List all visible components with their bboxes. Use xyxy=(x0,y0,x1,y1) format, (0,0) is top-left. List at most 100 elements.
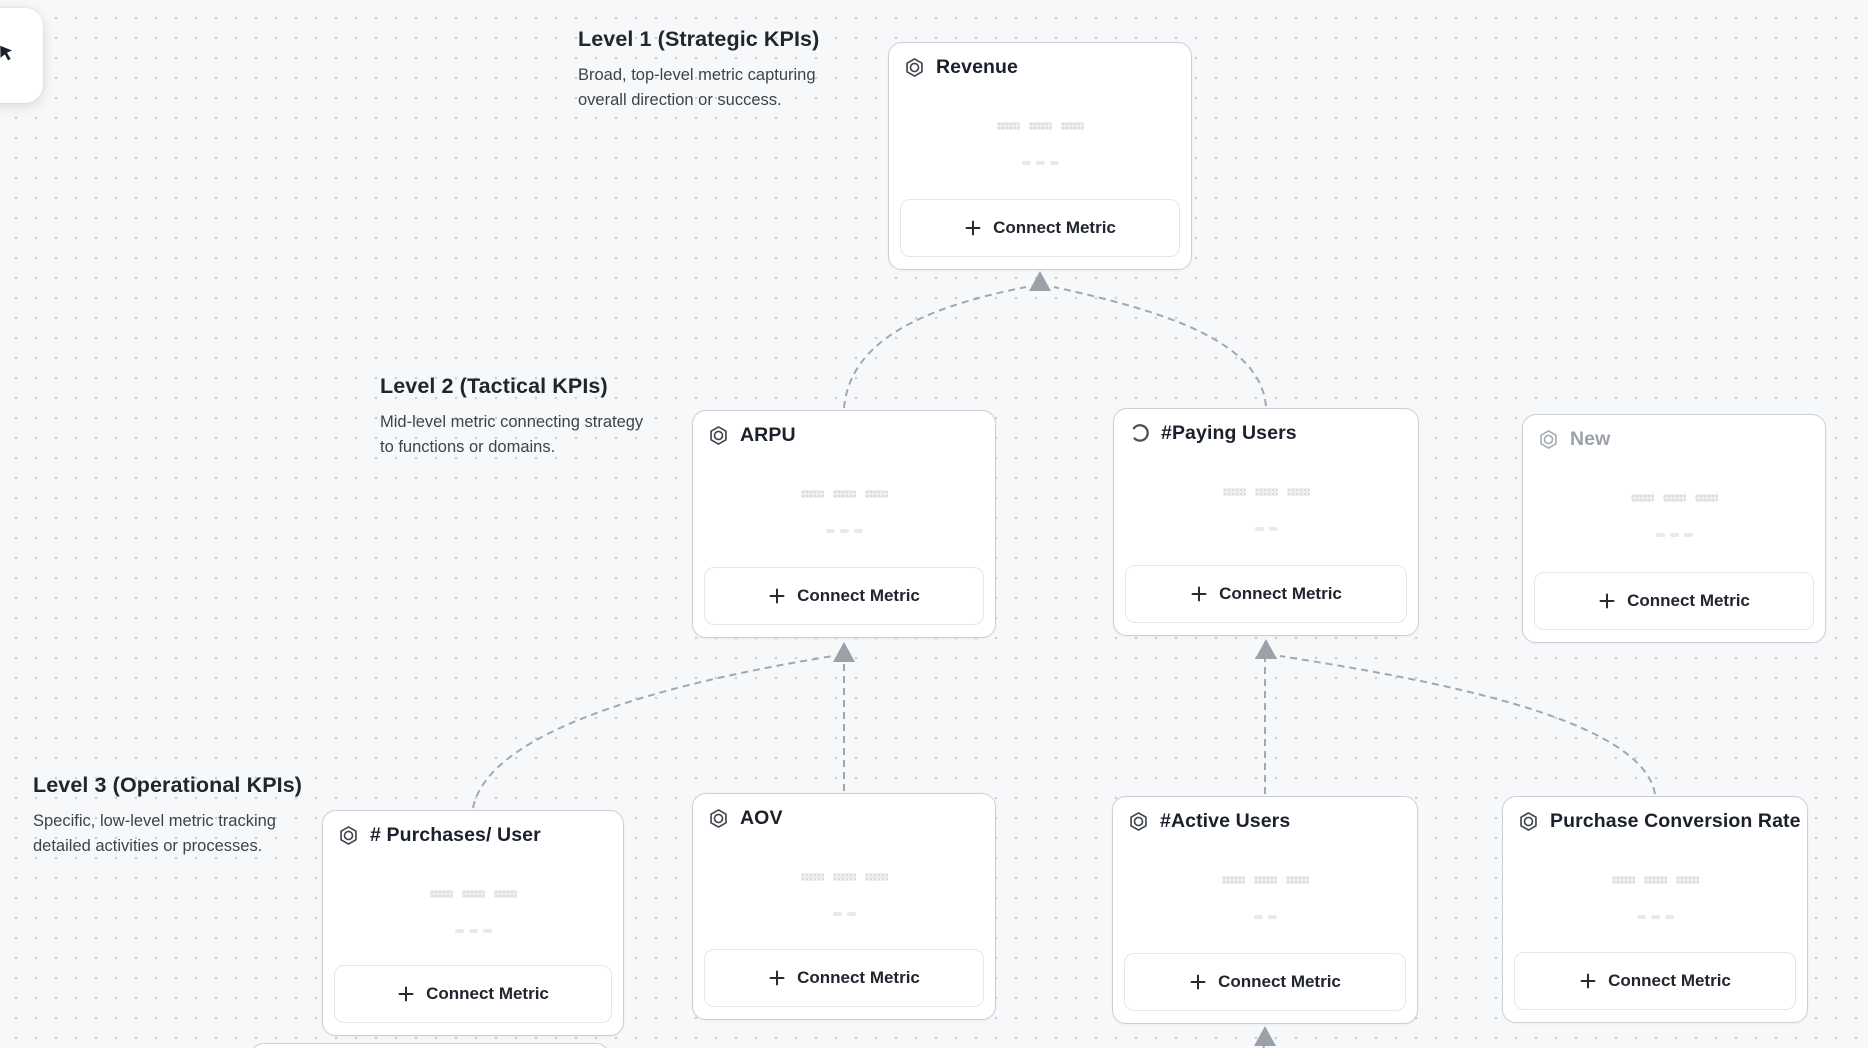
hexagon-badge-icon xyxy=(906,58,923,77)
skeleton-bar xyxy=(996,122,1020,130)
connect-metric-label: Connect Metric xyxy=(797,586,920,605)
skeleton-row xyxy=(1114,488,1418,496)
hexagon-badge-icon xyxy=(1540,430,1557,449)
plus-icon xyxy=(398,986,414,1002)
skeleton-bar xyxy=(1643,876,1667,884)
arrowhead-arpu xyxy=(833,642,855,662)
arrowhead-activeusers xyxy=(1254,1026,1276,1046)
skeleton-bar xyxy=(1253,876,1277,884)
skeleton-row xyxy=(693,912,995,916)
connect-metric-button[interactable]: Connect Metric xyxy=(1534,572,1814,630)
card-title: Revenue xyxy=(936,56,1018,78)
skeleton-row xyxy=(1523,494,1825,502)
skeleton-dash xyxy=(1664,915,1674,919)
card-header: Revenue xyxy=(889,43,1191,79)
connect-metric-label: Connect Metric xyxy=(797,968,920,987)
card-title: ARPU xyxy=(740,424,796,446)
skeleton-bar xyxy=(1286,488,1310,496)
level1-description: Broad, top-level metric capturing overal… xyxy=(578,66,816,109)
card-header: ARPU xyxy=(693,411,995,447)
hexagon-badge-icon xyxy=(1130,812,1147,831)
skeleton-dash xyxy=(1035,161,1045,165)
level1-header: Level 1 (Strategic KPIs) Broad, top-leve… xyxy=(578,27,850,112)
card-title: # Purchases/ User xyxy=(370,824,541,846)
skeleton-row xyxy=(1113,915,1417,919)
hexagon-badge-icon xyxy=(710,809,727,828)
skeleton-dash xyxy=(1650,915,1660,919)
skeleton-row xyxy=(693,490,995,498)
plus-icon xyxy=(1580,973,1596,989)
skeleton-bar xyxy=(1611,876,1635,884)
level3-title: Level 3 (Operational KPIs) xyxy=(33,773,303,797)
skeleton-row xyxy=(693,529,995,533)
connect-metric-label: Connect Metric xyxy=(426,984,549,1003)
skeleton-row xyxy=(889,161,1191,165)
connector-purchases-to-arpu xyxy=(472,655,834,809)
skeleton-row xyxy=(1523,533,1825,537)
metric-card-active-users[interactable]: #Active Users Connect Metric xyxy=(1112,796,1418,1024)
metric-card-arpu[interactable]: ARPU Connect Metric xyxy=(692,410,996,638)
skeleton-bar xyxy=(1675,876,1699,884)
level3-header: Level 3 (Operational KPIs) Specific, low… xyxy=(33,773,305,858)
connect-metric-button[interactable]: Connect Metric xyxy=(1124,953,1406,1011)
metric-card-paying-users[interactable]: #Paying Users Connect Metric xyxy=(1113,408,1419,636)
floating-toolbar[interactable] xyxy=(0,8,43,103)
metric-card-new[interactable]: New Connect Metric xyxy=(1522,414,1826,643)
plus-icon xyxy=(1599,593,1615,609)
skeleton-bar xyxy=(1285,876,1309,884)
card-title: #Active Users xyxy=(1160,810,1291,832)
skeleton-bar xyxy=(1630,494,1654,502)
skeleton-row xyxy=(1503,915,1807,919)
card-title: AOV xyxy=(740,807,783,829)
level3-description: Specific, low-level metric tracking deta… xyxy=(33,812,276,855)
skeleton-dash xyxy=(839,529,849,533)
skeleton-bar xyxy=(1254,488,1278,496)
metric-card-aov[interactable]: AOV Connect Metric xyxy=(692,793,996,1020)
skeleton-bar xyxy=(1060,122,1084,130)
metric-card-purchases-per-user[interactable]: # Purchases/ User Connect Metric xyxy=(322,810,624,1036)
skeleton-row xyxy=(693,873,995,881)
connect-metric-button[interactable]: Connect Metric xyxy=(900,199,1180,257)
connector-arpu-to-revenue xyxy=(843,286,1027,409)
hexagon-badge-icon xyxy=(340,826,357,845)
connector-pcr-to-payingusers xyxy=(1279,655,1656,795)
skeleton-dash xyxy=(1254,527,1264,531)
skeleton-bar xyxy=(800,873,824,881)
skeleton-dash xyxy=(1253,915,1263,919)
card-header: #Paying Users xyxy=(1114,409,1418,445)
cursor-icon xyxy=(0,45,13,61)
level2-description: Mid-level metric connecting strategy to … xyxy=(380,413,644,456)
skeleton-dash xyxy=(846,912,856,916)
metric-card-partial-offscreen[interactable] xyxy=(250,1043,610,1048)
card-title: New xyxy=(1570,428,1611,450)
plus-icon xyxy=(769,970,785,986)
connect-metric-button[interactable]: Connect Metric xyxy=(704,949,984,1007)
connect-metric-button[interactable]: Connect Metric xyxy=(334,965,612,1023)
level2-header: Level 2 (Tactical KPIs) Mid-level metric… xyxy=(380,374,652,459)
connect-metric-button[interactable]: Connect Metric xyxy=(704,567,984,625)
level1-title: Level 1 (Strategic KPIs) xyxy=(578,27,820,51)
arrowhead-payingusers xyxy=(1255,639,1277,659)
skeleton-bar xyxy=(1222,488,1246,496)
skeleton-row xyxy=(323,890,623,898)
skeleton-bar xyxy=(864,873,888,881)
skeleton-dash xyxy=(832,912,842,916)
skeleton-dash xyxy=(1636,915,1646,919)
card-header: AOV xyxy=(693,794,995,830)
arrowhead-revenue xyxy=(1029,271,1051,291)
skeleton-row xyxy=(1503,876,1807,884)
metric-card-purchase-conversion-rate[interactable]: Purchase Conversion Rate Connect Metric xyxy=(1502,796,1808,1023)
skeleton-bar xyxy=(1221,876,1245,884)
skeleton-dash xyxy=(482,929,492,933)
skeleton-dash xyxy=(1655,533,1665,537)
skeleton-bar xyxy=(832,873,856,881)
connect-metric-button[interactable]: Connect Metric xyxy=(1125,565,1407,623)
plus-icon xyxy=(965,220,981,236)
connect-metric-button[interactable]: Connect Metric xyxy=(1514,952,1796,1010)
skeleton-bar xyxy=(1028,122,1052,130)
metric-card-revenue[interactable]: Revenue Connect Metric xyxy=(888,42,1192,270)
connect-metric-label: Connect Metric xyxy=(1627,591,1750,610)
card-title: #Paying Users xyxy=(1161,422,1297,444)
skeleton-row xyxy=(323,929,623,933)
